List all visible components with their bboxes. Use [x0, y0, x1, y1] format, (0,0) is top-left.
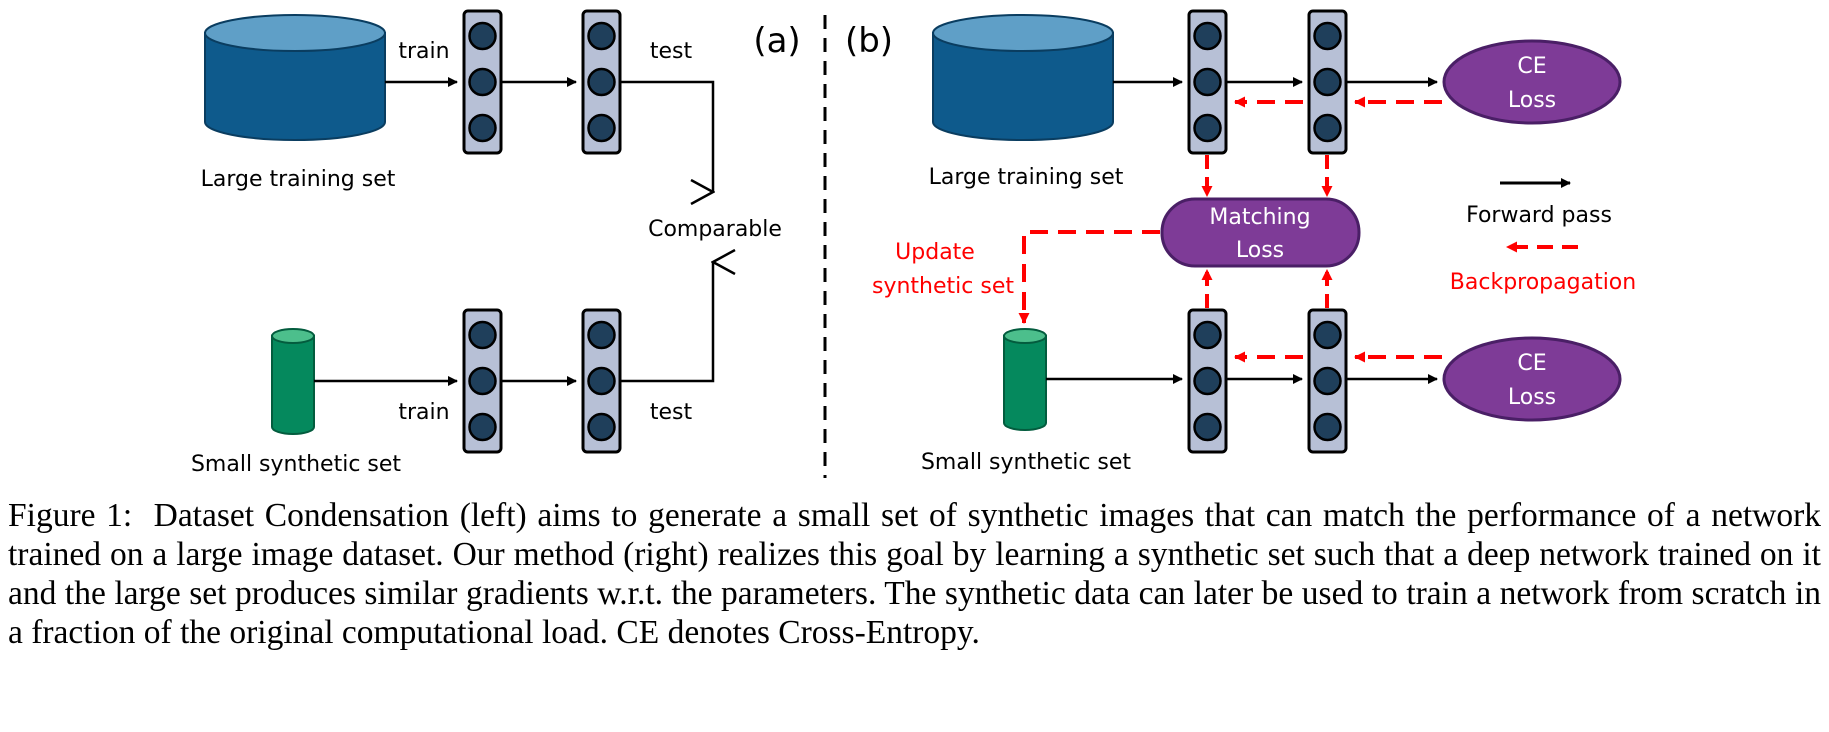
network-b-bottom-1	[1187, 308, 1228, 454]
ce-loss-top-line1: CE	[1517, 54, 1546, 79]
large-set-label: Large training set	[201, 167, 396, 192]
ce-loss-bottom-line2: Loss	[1508, 385, 1556, 410]
small-dataset-cylinder-b	[1003, 328, 1047, 431]
matching-loss-line2: Loss	[1236, 238, 1284, 263]
small-set-label: Small synthetic set	[191, 452, 401, 477]
caption-label: Figure 1:	[8, 497, 133, 534]
arrow-test-bottom	[620, 262, 713, 383]
matching-loss-line1: Matching	[1209, 205, 1310, 230]
label-train-bottom: train	[398, 400, 449, 425]
ce-loss-bottom: CE Loss	[1442, 336, 1622, 422]
network-b-top-2	[1307, 9, 1348, 155]
panel-b: (b) Large training set CE Loss	[845, 9, 1636, 475]
panel-a: Large training set train test Comparable…	[191, 9, 801, 477]
ce-loss-top: CE Loss	[1442, 39, 1622, 125]
matching-loss: Matching Loss	[1160, 197, 1361, 268]
legend: Forward pass Backpropagation	[1450, 178, 1636, 295]
large-dataset-cylinder	[204, 14, 386, 141]
backprop-update-synthetic	[1018, 230, 1160, 324]
small-set-label-b: Small synthetic set	[921, 450, 1131, 475]
network-b-top-1	[1187, 9, 1228, 155]
label-test-top: test	[650, 39, 693, 64]
label-train-top: train	[398, 39, 449, 64]
ce-loss-bottom-line1: CE	[1517, 351, 1546, 376]
legend-backprop-label: Backpropagation	[1450, 270, 1636, 295]
label-test-bottom: test	[650, 400, 693, 425]
panel-a-tag: (a)	[753, 21, 800, 61]
legend-forward-label: Forward pass	[1466, 203, 1612, 228]
network-bottom-1	[462, 308, 503, 454]
update-label-line1: Update	[895, 240, 975, 265]
large-dataset-cylinder-b	[932, 14, 1114, 141]
small-dataset-cylinder	[271, 328, 315, 435]
update-label-line2: synthetic set	[872, 274, 1014, 299]
figure-diagram: Large training set train test Comparable…	[191, 9, 1636, 478]
network-top-1	[462, 9, 503, 155]
label-comparable: Comparable	[648, 217, 782, 242]
arrow-test-top	[620, 80, 713, 192]
large-set-label-b: Large training set	[929, 165, 1124, 190]
network-b-bottom-2	[1307, 308, 1348, 454]
network-bottom-2	[581, 308, 622, 454]
network-top-2	[581, 9, 622, 155]
figure-caption: Figure 1: Dataset Condensation (left) ai…	[8, 496, 1821, 652]
ce-loss-top-line2: Loss	[1508, 88, 1556, 113]
panel-b-tag: (b)	[845, 21, 893, 61]
caption-text: Dataset Condensation (left) aims to gene…	[8, 497, 1821, 651]
